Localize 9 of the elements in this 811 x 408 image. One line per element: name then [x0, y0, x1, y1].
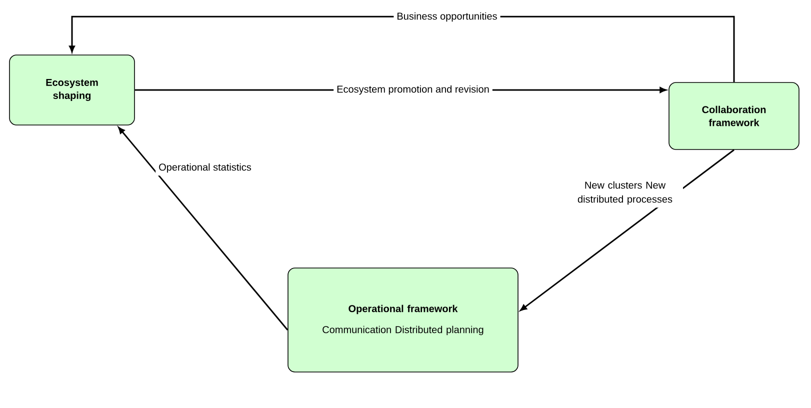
edge-label: Ecosystem promotion and revision [334, 82, 492, 98]
arrow [118, 126, 288, 330]
process-box: Operational framework Communication Distributed planning [288, 268, 518, 372]
edge-label: Operational statistics [156, 160, 254, 176]
process-box: Ecosystem shaping [9, 54, 135, 126]
arrow [520, 149, 734, 311]
edge-label: New clusters New distributed processes [567, 178, 683, 208]
process-box: Collaboration framework [668, 82, 800, 150]
edge-label: Business opportunities [394, 9, 500, 25]
